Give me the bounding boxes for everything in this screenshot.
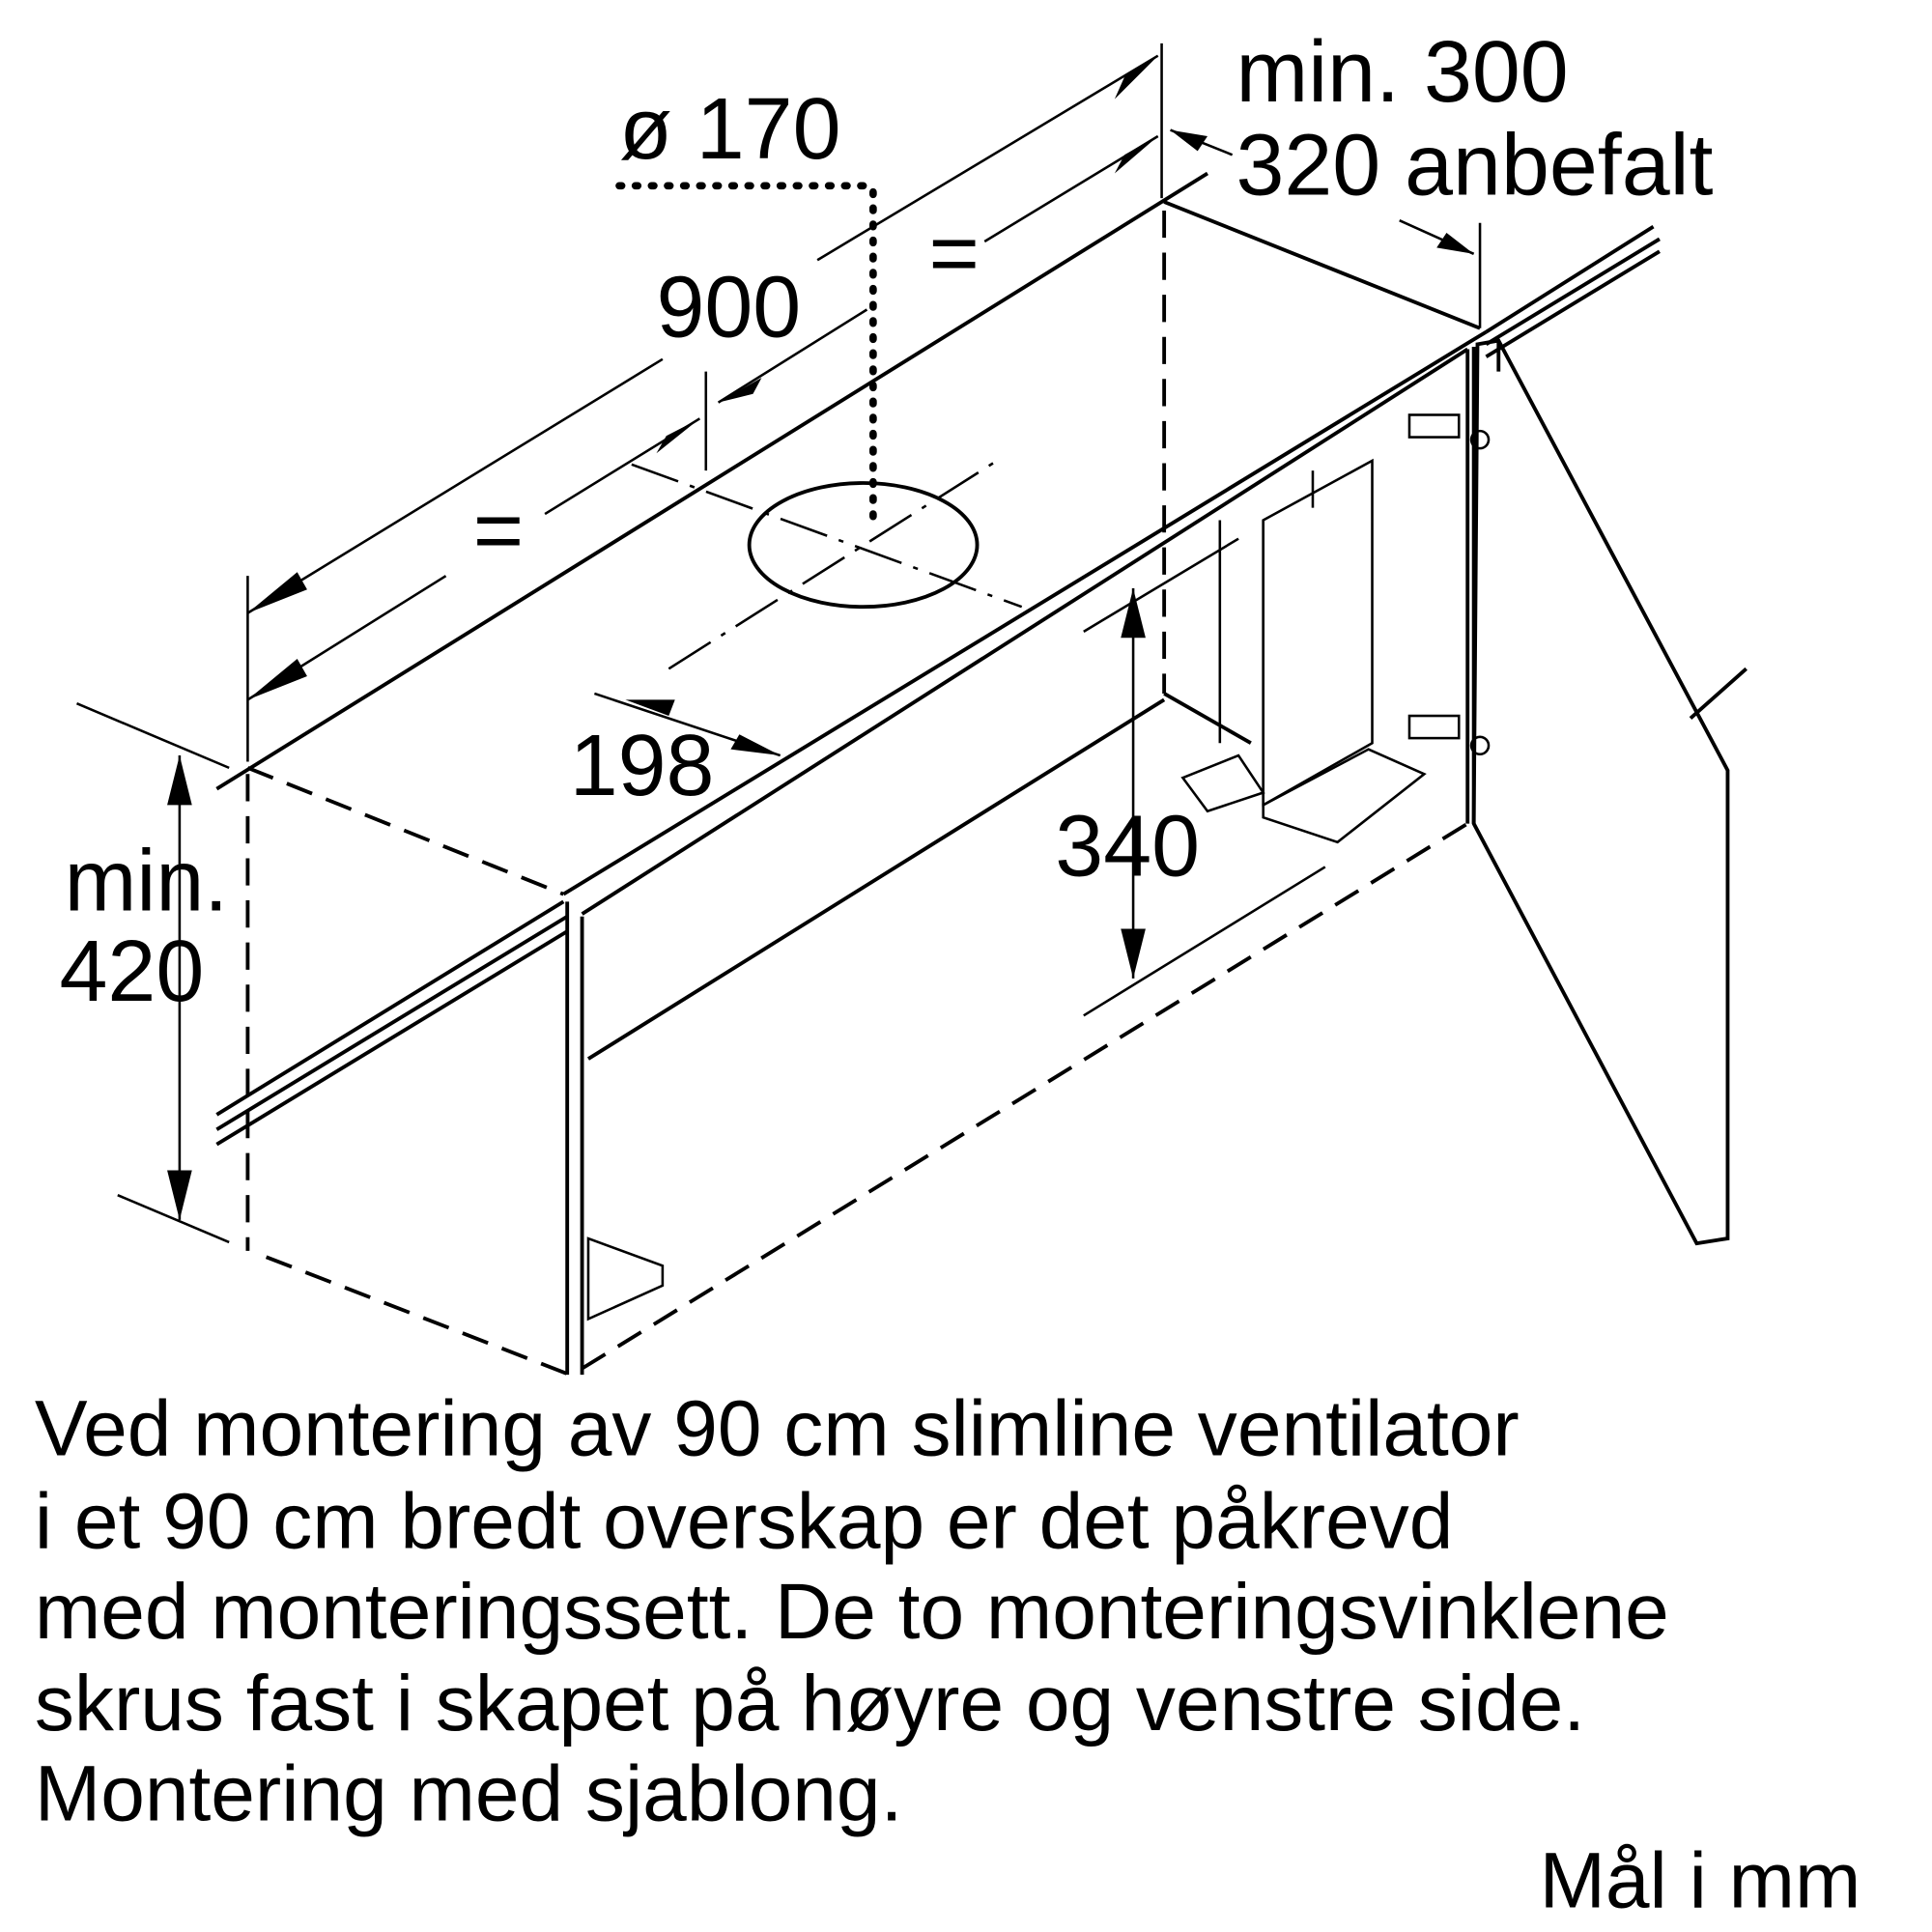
min-height-label-1: min. <box>65 833 229 929</box>
min-height-label-2: 420 <box>60 923 205 1020</box>
height-label: 340 <box>1055 798 1200 895</box>
equal-right-label: = <box>929 205 980 301</box>
dimension-lines <box>75 43 1482 1244</box>
units-note: Mål i mm <box>1540 1836 1861 1924</box>
description: Ved montering av 90 cm slimline ventilat… <box>35 1384 1669 1837</box>
description-line: med monteringssett. De to monteringsvink… <box>35 1568 1669 1656</box>
description-line: i et 90 cm bredt overskap er det påkrevd <box>35 1478 1453 1566</box>
description-line: Montering med sjablong. <box>35 1750 902 1838</box>
min-depth-label: min. 300 <box>1236 24 1568 121</box>
description-line: Ved montering av 90 cm slimline ventilat… <box>35 1384 1520 1472</box>
description-line: skrus fast i skapet på høyre og venstre … <box>35 1660 1585 1747</box>
recommended-depth-label: 320 anbefalt <box>1236 117 1713 213</box>
diameter-label: ø 170 <box>619 81 840 178</box>
width-label: 900 <box>656 260 801 356</box>
equal-left-label: = <box>473 482 524 579</box>
offset-label: 198 <box>570 718 715 814</box>
arrowheads <box>167 55 1474 1220</box>
cabinet-outline <box>215 171 1747 1377</box>
duct-opening <box>747 481 980 610</box>
